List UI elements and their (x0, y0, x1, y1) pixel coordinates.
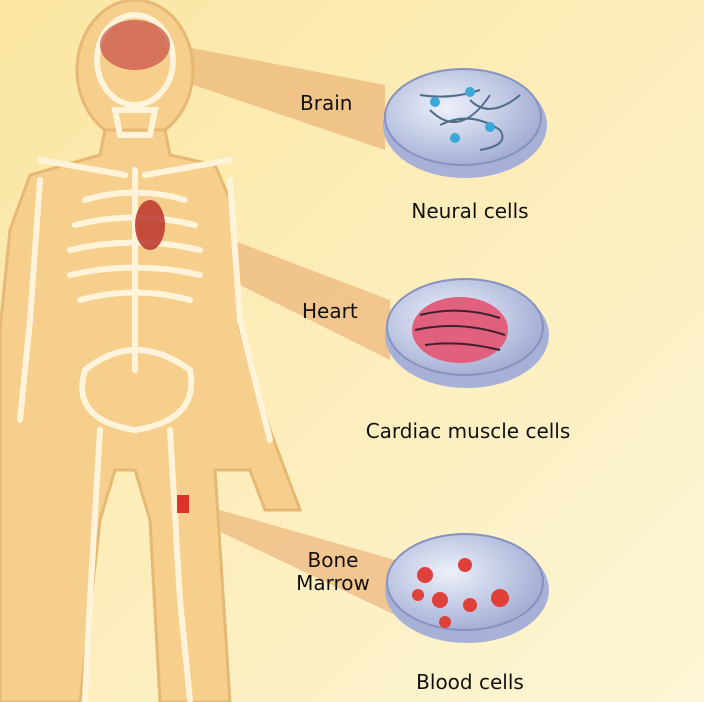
cardiac-cells-label: Cardiac muscle cells (365, 419, 571, 443)
bone-label-line1: Bone (307, 548, 359, 572)
bone-label-line2: Marrow (296, 571, 370, 595)
skeleton-bones (17, 12, 273, 702)
bone-marrow-label: Bone Marrow (290, 549, 376, 595)
bone-marrow-organ (177, 495, 189, 513)
heart-organ (135, 200, 165, 250)
blood-cells-label: Blood cells (416, 670, 524, 694)
brain-organ (100, 20, 170, 70)
brain-beam (150, 40, 385, 150)
heart-label: Heart (302, 299, 358, 323)
brain-label: Brain (300, 91, 353, 115)
blood-cells-dish (385, 533, 549, 643)
marrow-beam (185, 500, 395, 615)
neural-cells-label: Neural cells (411, 199, 529, 223)
neural-cells-dish (383, 68, 547, 178)
cardiac-cells-dish (385, 278, 549, 388)
